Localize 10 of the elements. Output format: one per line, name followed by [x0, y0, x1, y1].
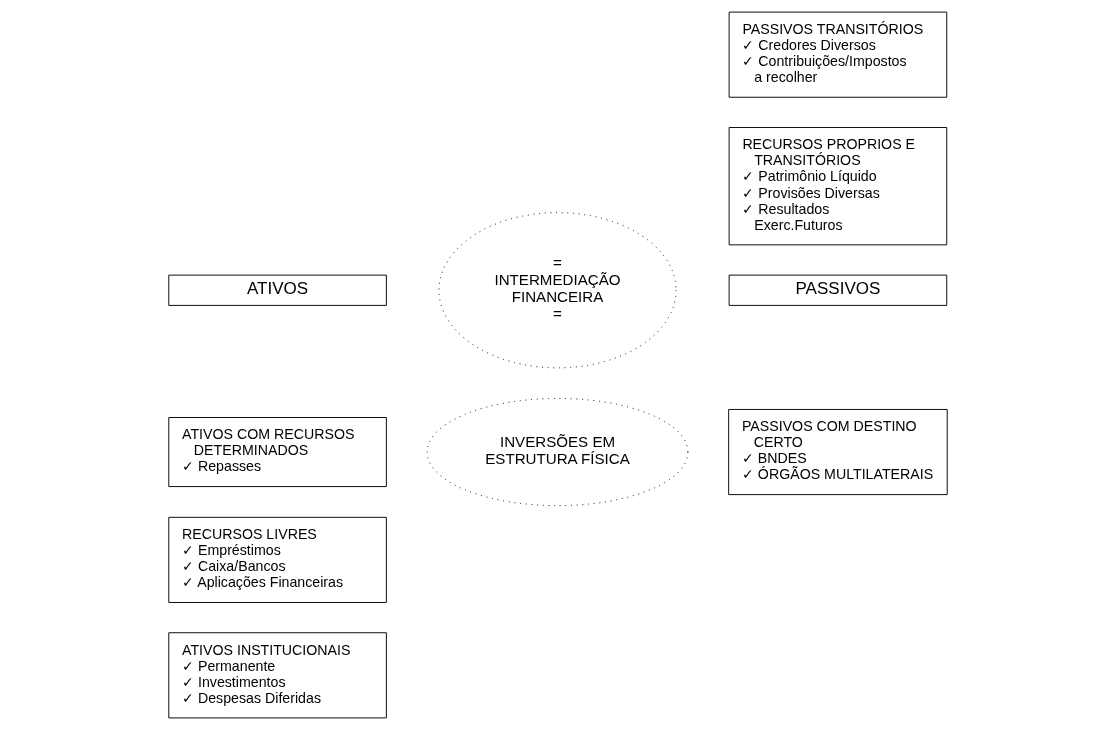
node-ellipse: = INTERMEDIAÇÃO FINANCEIRA = [438, 212, 677, 369]
node-box: ATIVOS [168, 274, 387, 306]
node-box: PASSIVOS [728, 274, 948, 306]
node-box: PASSIVOS COM DESTINO CERTO ✓ BNDES ✓ ÓRGÃOS MULTILATERAIS [728, 409, 948, 496]
node-box: PASSIVOS TRANSITÓRIOS ✓ Credores Diversos ✓ Contribuições/Impostos a recolher [728, 11, 948, 98]
node-box: ATIVOS COM RECURSOS DETERMINADOS ✓ Repasses [168, 417, 387, 488]
node-ellipse: INVERSÕES EM ESTRUTURA FÍSICA [426, 397, 689, 507]
node-box: RECURSOS LIVRES ✓ Empréstimos ✓ Caixa/Bancos ✓ Aplicações Financeiras [168, 516, 387, 603]
node-box: ATIVOS INSTITUCIONAIS ✓ Permanente ✓ Investimentos ✓ Despesas Diferidas [168, 632, 387, 719]
node-box: RECURSOS PROPRIOS E TRANSITÓRIOS ✓ Patrimônio Líquido ✓ Provisões Diversas ✓ Resultados Exerc.Futuros [728, 127, 948, 246]
